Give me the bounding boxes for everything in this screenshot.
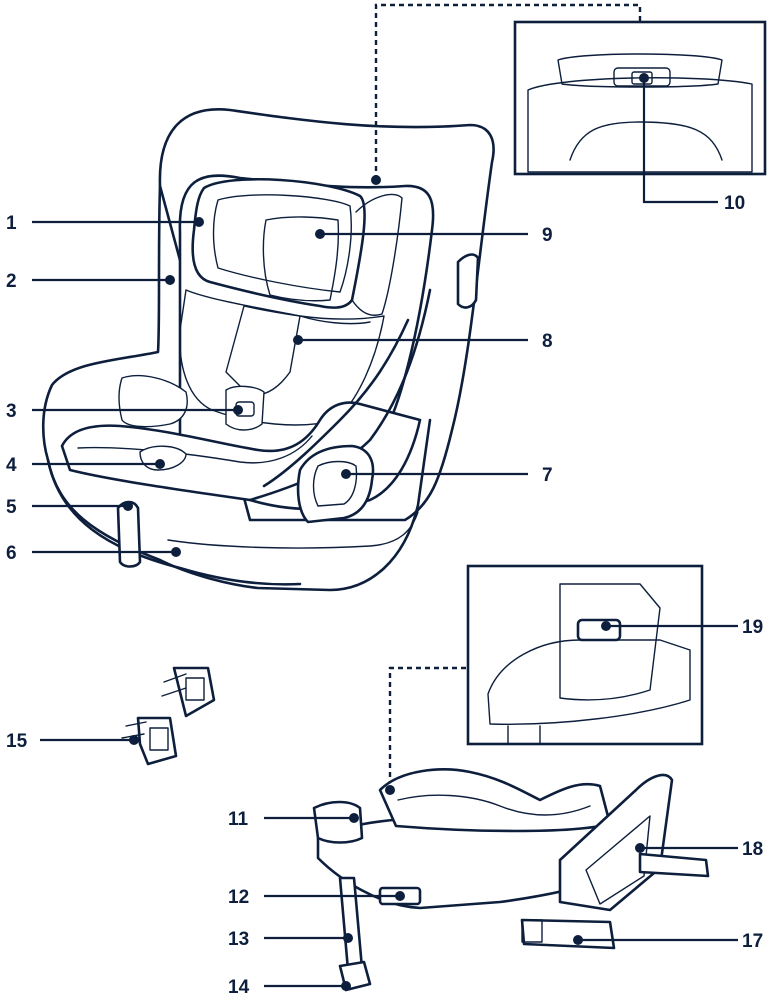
callout-11: 11 xyxy=(228,809,249,830)
leader-dot-7 xyxy=(341,469,351,479)
leader-dot-detail-base xyxy=(385,785,395,795)
callout-7: 7 xyxy=(542,465,553,486)
callout-1: 1 xyxy=(6,213,17,234)
leader-dot-4 xyxy=(155,459,165,469)
callout-17: 17 xyxy=(742,931,763,952)
callout-8: 8 xyxy=(542,331,553,352)
isofix-base-illustration xyxy=(314,566,708,990)
callout-9: 9 xyxy=(542,225,553,246)
leader-dot-3 xyxy=(233,405,243,415)
leader-dot-17 xyxy=(573,935,583,945)
callout-2: 2 xyxy=(6,271,17,292)
callout-5: 5 xyxy=(6,497,17,518)
leader-dot-5 xyxy=(123,501,133,511)
car-seat-illustration xyxy=(43,109,493,590)
leader-dot-2 xyxy=(165,275,175,285)
inset-headrest-adjuster xyxy=(515,22,765,174)
callout-15: 15 xyxy=(6,731,28,752)
leader-dot-9 xyxy=(315,229,325,239)
leader-dot-10 xyxy=(639,73,649,83)
callout-4: 4 xyxy=(6,455,17,476)
leader-dot-6 xyxy=(171,547,181,557)
callout-14: 14 xyxy=(228,977,250,998)
callout-12: 12 xyxy=(228,887,249,908)
leader-dot-14 xyxy=(341,981,351,991)
leader-dot-19 xyxy=(601,621,611,631)
callout-6: 6 xyxy=(6,543,17,564)
callout-10: 10 xyxy=(724,193,745,214)
callout-3: 3 xyxy=(6,401,17,422)
leader-dot-11 xyxy=(349,813,359,823)
leader-dot-1 xyxy=(194,217,204,227)
callout-13: 13 xyxy=(228,929,249,950)
callout-19: 19 xyxy=(742,617,763,638)
leader-dot-detail-top xyxy=(371,175,381,185)
leader-dot-8 xyxy=(293,335,303,345)
leader-dot-15 xyxy=(129,735,139,745)
leader-dot-18 xyxy=(635,843,645,853)
isofix-guides-illustration xyxy=(122,668,214,764)
leader-dot-13 xyxy=(343,933,353,943)
callout-18: 18 xyxy=(742,839,763,860)
leader-dot-12 xyxy=(395,891,405,901)
